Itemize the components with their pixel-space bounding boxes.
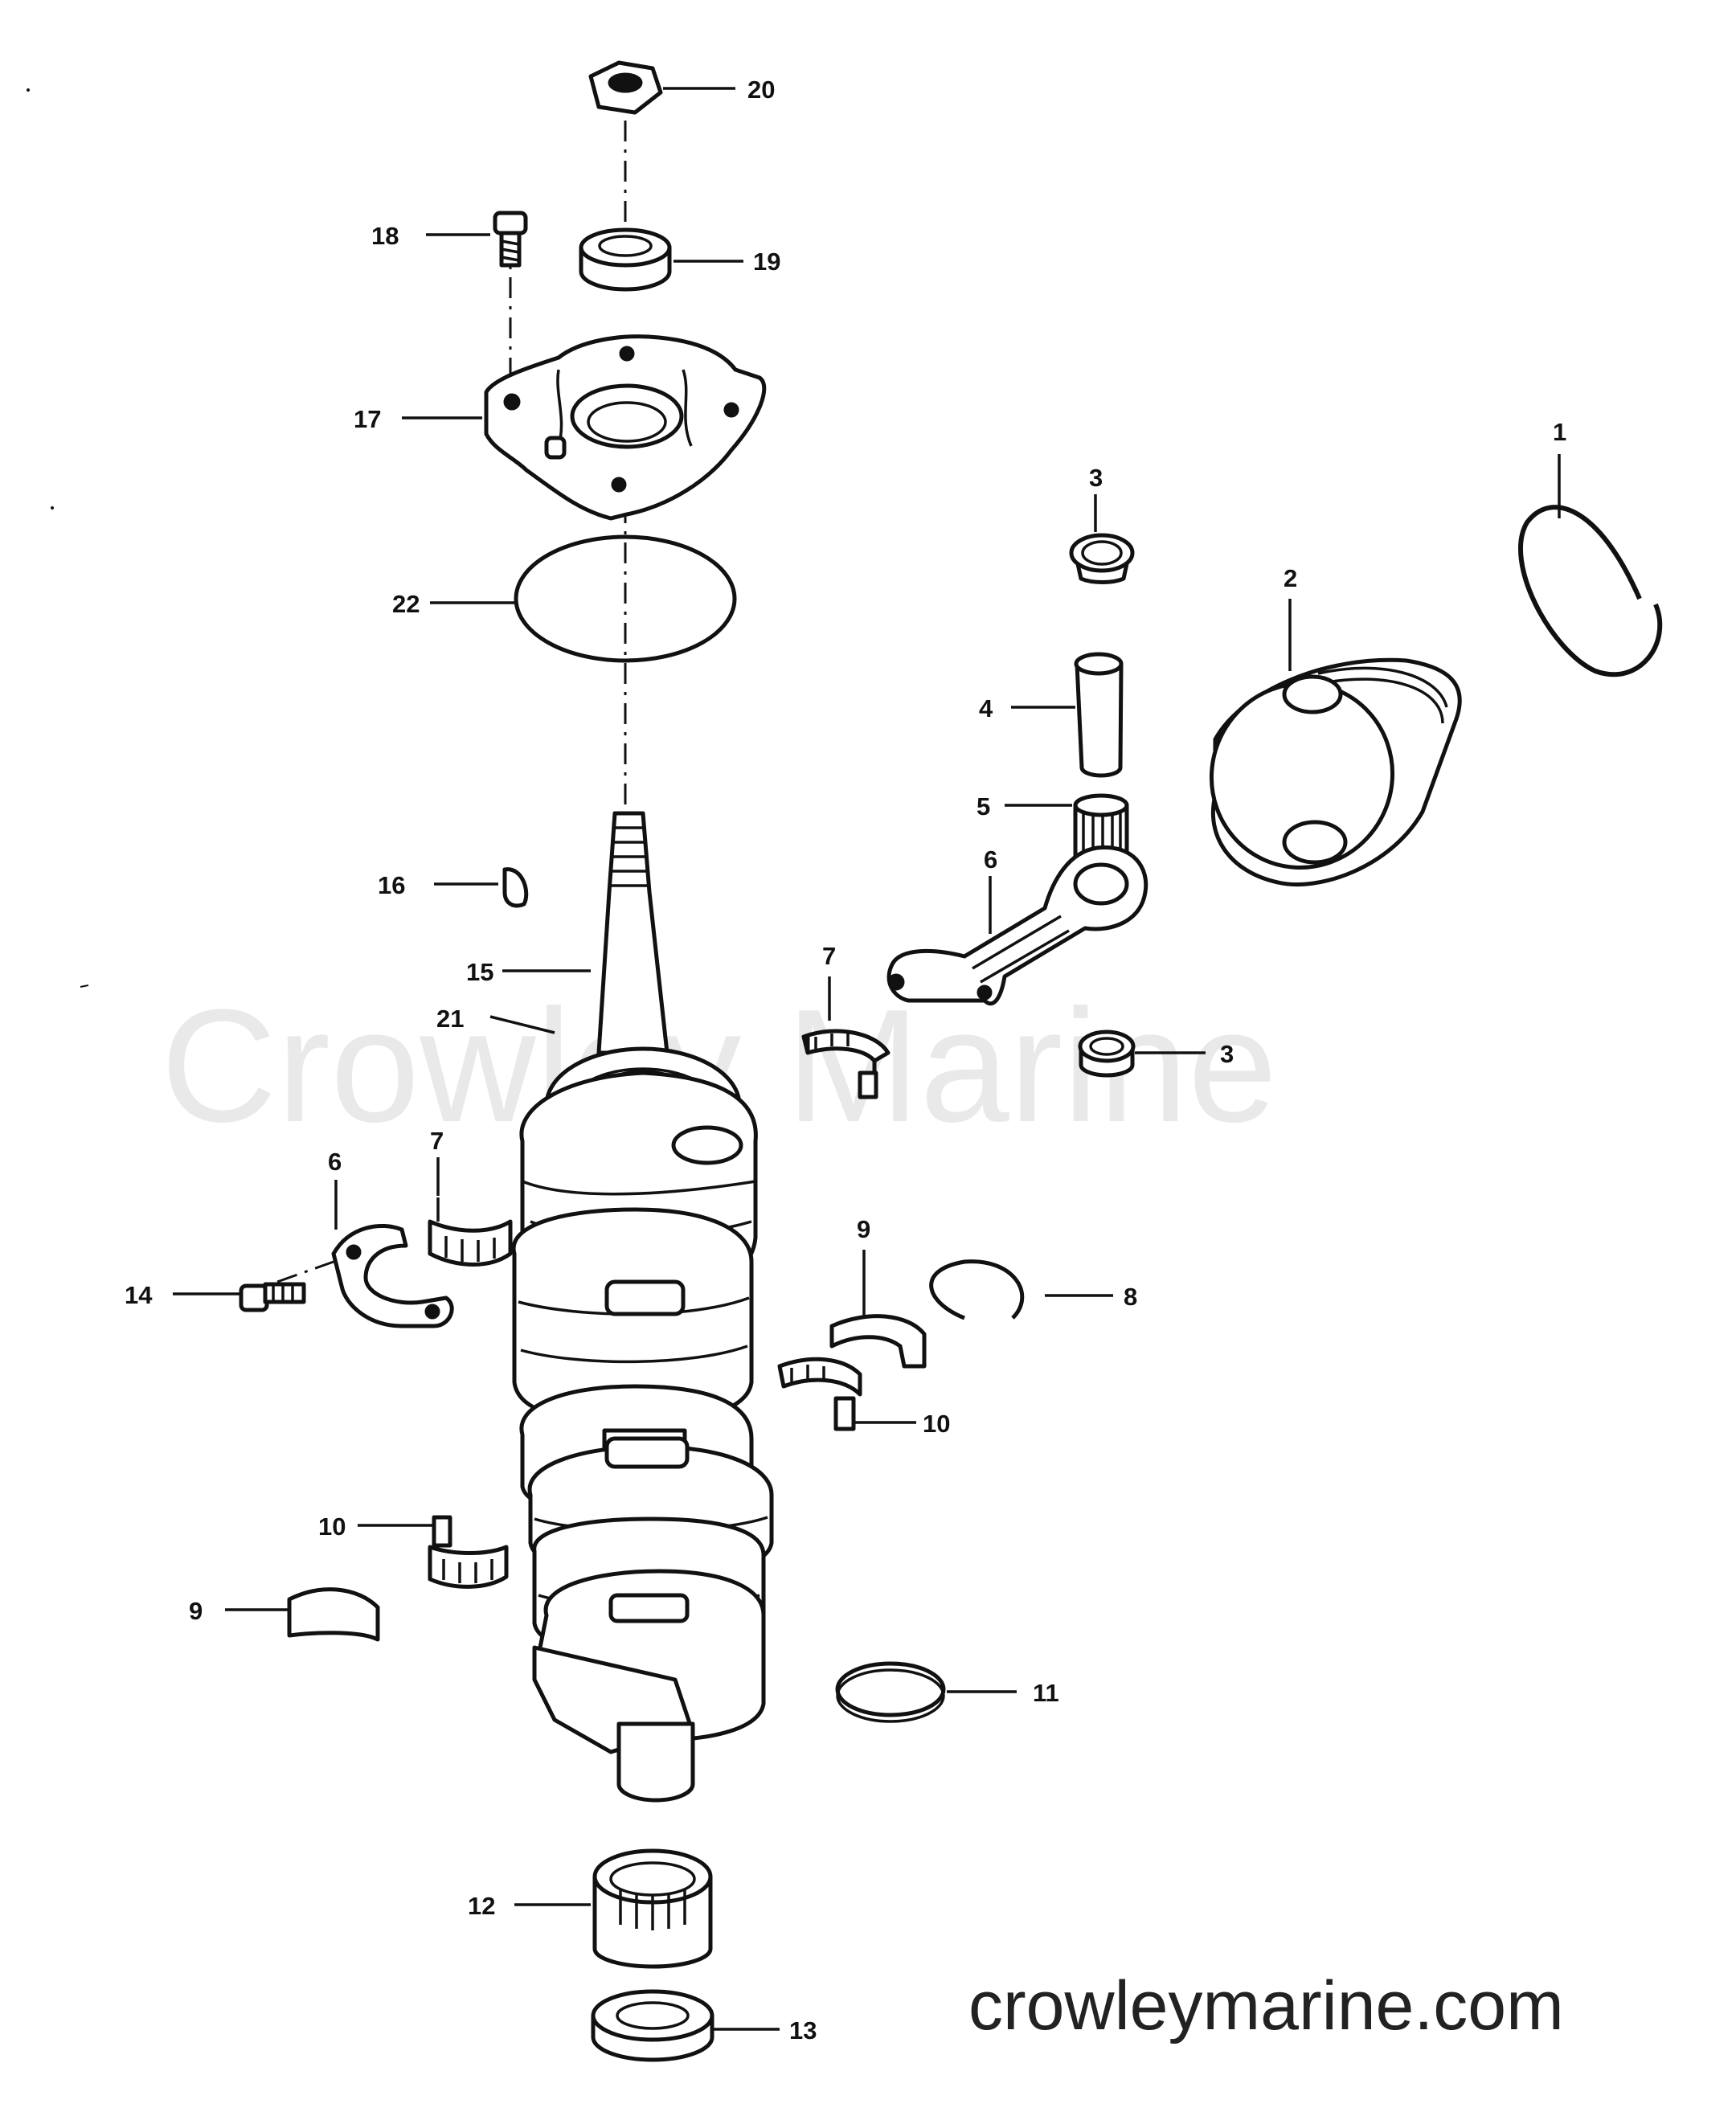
callout-6-lower: 6 — [328, 1148, 342, 1176]
part-3-lower-bearing — [1078, 1029, 1136, 1078]
speck — [51, 506, 54, 510]
part-9-left-bearing-half — [287, 1587, 380, 1642]
callout-7-lower: 7 — [430, 1127, 444, 1155]
part-17-end-cap — [484, 334, 767, 521]
callout-5: 5 — [976, 792, 990, 821]
callout-3-lower: 3 — [1220, 1040, 1234, 1068]
part-12-roller-bearing — [592, 1848, 713, 1969]
part-10-right-bearing-cage — [777, 1357, 862, 1431]
part-6-rod-cap — [331, 1223, 454, 1328]
callout-12: 12 — [468, 1892, 495, 1920]
part-1-piston-ring — [1517, 505, 1663, 677]
callout-18: 18 — [371, 222, 399, 250]
callout-21: 21 — [436, 1005, 464, 1033]
leader-lines — [173, 87, 1561, 2031]
crankshaft — [511, 811, 774, 1803]
speck — [80, 984, 89, 988]
callout-11: 11 — [1033, 1679, 1059, 1707]
part-2-piston — [1209, 657, 1462, 887]
part-9-right-bearing-half — [829, 1314, 927, 1369]
callout-2: 2 — [1284, 564, 1297, 592]
callout-17: 17 — [354, 405, 381, 433]
callout-3-upper: 3 — [1089, 464, 1103, 492]
axis-line-rod-bolt — [276, 1260, 334, 1283]
callout-7-upper: 7 — [822, 942, 836, 970]
callout-6-upper: 6 — [984, 845, 997, 874]
part-8-retaining-ring — [929, 1259, 1025, 1320]
callout-10-right: 10 — [923, 1410, 950, 1438]
callout-15: 15 — [466, 958, 493, 986]
callout-1: 1 — [1553, 418, 1566, 446]
callout-9-left: 9 — [189, 1597, 203, 1625]
part-19-bearing — [579, 227, 672, 292]
callout-labels: 20 19 18 17 22 3 1 2 4 5 6 7 3 16 15 21 … — [125, 76, 1566, 2045]
speck — [27, 88, 30, 92]
callout-22: 22 — [392, 590, 420, 618]
part-16-woodruff-key — [502, 867, 529, 908]
callout-4: 4 — [979, 694, 993, 722]
site-url: crowleymarine.com — [968, 1967, 1564, 2045]
callout-20: 20 — [747, 76, 775, 104]
part-10-left-bearing-cage — [428, 1515, 509, 1589]
part-22-o-ring — [514, 534, 737, 663]
part-7-lower-bearing-cage — [428, 1197, 513, 1267]
part-11-ring — [835, 1661, 946, 1723]
part-7-upper-bearing-cage — [801, 1029, 891, 1099]
part-3-upper-bearing — [1069, 533, 1135, 585]
callout-9-right: 9 — [857, 1215, 870, 1243]
part-20-nut — [588, 60, 663, 115]
part-13-seal — [591, 1989, 714, 2062]
callout-10-left: 10 — [318, 1512, 346, 1541]
callout-8: 8 — [1124, 1283, 1137, 1311]
callout-16: 16 — [378, 871, 405, 899]
callout-13: 13 — [789, 2016, 817, 2045]
callout-19: 19 — [753, 248, 780, 276]
callout-14: 14 — [125, 1281, 153, 1309]
part-18-bolt — [493, 211, 528, 268]
part-6-connecting-rod — [886, 845, 1148, 1006]
part-14-rod-bolt — [239, 1282, 306, 1312]
part-4-wrist-pin — [1074, 652, 1124, 778]
